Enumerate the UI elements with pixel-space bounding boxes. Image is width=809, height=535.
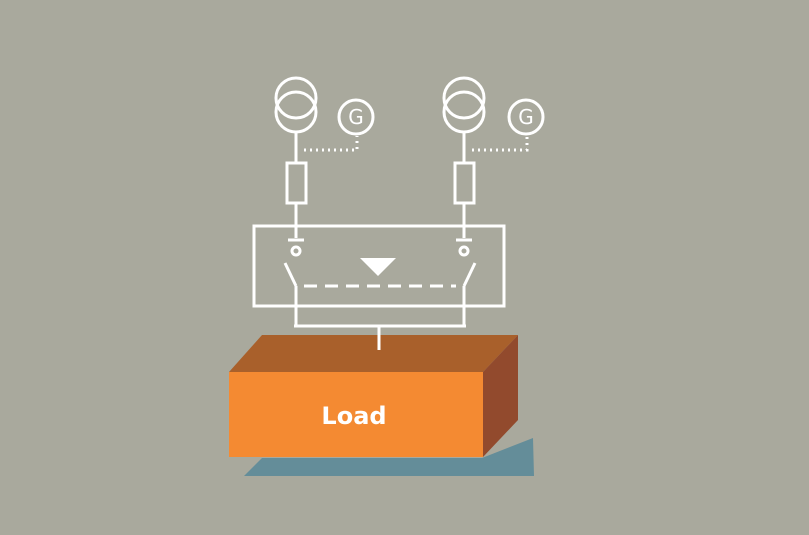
generator-label: G	[518, 105, 534, 129]
generator-label: G	[348, 105, 364, 129]
generator-icon: G	[507, 98, 545, 136]
feed-right: G	[442, 76, 545, 238]
fuse-icon	[453, 161, 476, 205]
load-block: Load	[229, 335, 534, 476]
load-front-face	[229, 372, 483, 457]
load-label: Load	[321, 402, 386, 430]
transfer-switch	[252, 224, 506, 350]
switch-enclosure	[252, 224, 506, 308]
load-top-face	[229, 335, 518, 372]
transformer-icon	[442, 76, 486, 134]
switch-blade-right	[462, 262, 477, 287]
switch-contact-right	[458, 245, 470, 257]
switch-blade-left	[283, 262, 298, 287]
transformer-icon	[274, 76, 318, 134]
feed-left: G	[274, 76, 375, 238]
generator-link	[472, 136, 529, 152]
fuse-icon	[285, 161, 308, 205]
load-side-face	[483, 335, 518, 457]
switch-contact-left	[290, 245, 302, 257]
generator-icon: G	[337, 98, 375, 136]
load-shadow	[244, 438, 534, 476]
generator-link	[304, 136, 359, 152]
interlock-triangle-icon	[360, 258, 396, 276]
